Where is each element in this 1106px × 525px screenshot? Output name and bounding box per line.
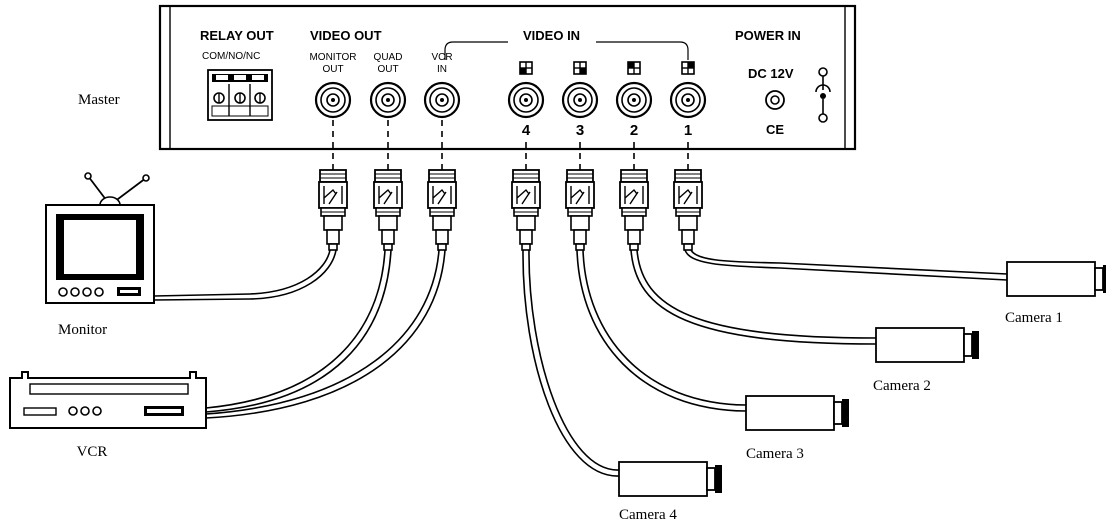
camera-3-plug — [565, 169, 595, 251]
camera-1-device — [1006, 261, 1106, 297]
vcr-in-label-1: VCR — [431, 52, 452, 63]
quad-out-label-1: QUAD — [374, 52, 403, 63]
input-number-2: 2 — [630, 122, 638, 139]
monitor-out-jack — [314, 81, 352, 119]
vcr-label: VCR — [77, 444, 108, 460]
camera-2-cable — [630, 249, 877, 345]
monitor-cable-edge — [153, 249, 337, 301]
video-in-4-jack — [507, 81, 545, 119]
input-number-1: 1 — [684, 122, 692, 139]
camera-3-device — [745, 395, 850, 431]
vcr-in-jack — [423, 81, 461, 119]
camera-4-device — [618, 461, 723, 497]
video-out-header: VIDEO OUT — [310, 28, 382, 43]
camera-2-plug — [619, 169, 649, 251]
vcr-in-label-2: IN — [437, 64, 447, 75]
camera-4-plug — [511, 169, 541, 251]
camera-3-cable-edge — [582, 249, 747, 406]
quad-out-label-2: OUT — [377, 64, 398, 75]
relay-out-header: RELAY OUT — [200, 28, 274, 43]
vcr-cable-edge — [205, 249, 446, 419]
camera-4-label: Camera 4 — [619, 507, 677, 523]
quad-plug — [373, 169, 403, 251]
vcr-device — [9, 371, 207, 429]
camera-4-cable — [522, 249, 620, 477]
dc-12v-label: DC 12V — [748, 66, 794, 81]
camera-2-device — [875, 327, 980, 363]
ce-mark: CE — [766, 122, 784, 137]
camera-3-cable — [576, 249, 747, 412]
input-number-3: 3 — [576, 122, 584, 139]
dc-power-jack — [765, 90, 785, 110]
vcr-cable — [205, 249, 440, 415]
relay-terminal-block — [207, 69, 273, 121]
camera-1-label: Camera 1 — [1005, 310, 1063, 326]
quad-cable — [205, 249, 386, 409]
camera-1-plug — [673, 169, 703, 251]
camera-1-cable-edge — [690, 249, 1008, 275]
video-in-2-jack — [615, 81, 653, 119]
relay-sub-label: COM/NO/NC — [202, 51, 260, 62]
quad-icon-4 — [519, 61, 533, 75]
video-in-1-jack — [669, 81, 707, 119]
camera-3-label: Camera 3 — [746, 446, 804, 462]
power-in-header: POWER IN — [735, 28, 801, 43]
input-number-4: 4 — [522, 122, 531, 139]
quad-cable-edge — [205, 249, 392, 413]
camera-1-cable — [684, 249, 1008, 281]
monitor-device — [45, 172, 155, 304]
camera-4-cable-edge — [528, 249, 620, 471]
monitor-out-label-1: MONITOR — [309, 52, 356, 63]
monitor-out-label-2: OUT — [322, 64, 343, 75]
quad-icon-2 — [627, 61, 641, 75]
camera-2-cable-edge — [636, 249, 877, 339]
polarity-symbol-icon — [815, 67, 831, 123]
camera-2-label: Camera 2 — [873, 378, 931, 394]
master-unit — [158, 4, 857, 151]
monitor-plug — [318, 169, 348, 251]
monitor-cable — [153, 249, 331, 297]
monitor-label: Monitor — [58, 322, 107, 338]
quad-icon-3 — [573, 61, 587, 75]
video-in-bracket-right — [596, 41, 689, 60]
master-label: Master — [78, 92, 120, 108]
quad-icon-1 — [681, 61, 695, 75]
quad-out-jack — [369, 81, 407, 119]
video-in-header: VIDEO IN — [523, 28, 580, 43]
video-in-3-jack — [561, 81, 599, 119]
cables — [153, 249, 1008, 477]
video-in-bracket-left — [444, 41, 508, 60]
vcr-plug — [427, 169, 457, 251]
